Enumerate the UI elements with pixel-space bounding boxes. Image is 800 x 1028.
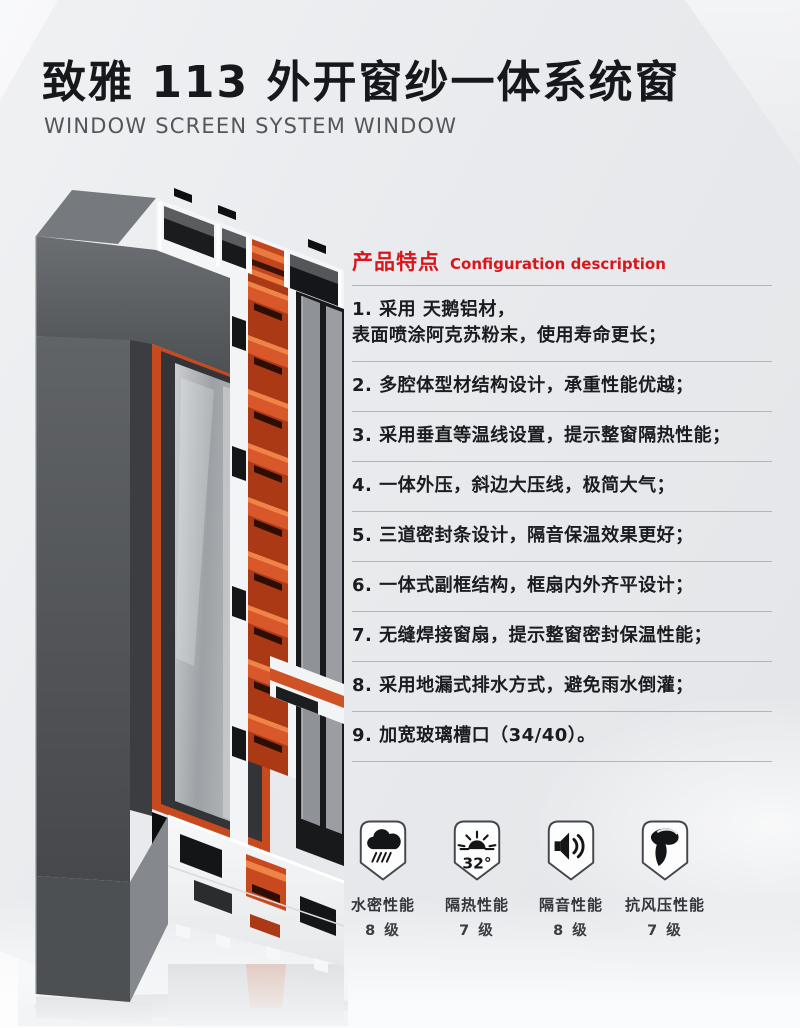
feature-heading: 产品特点 Configuration description xyxy=(352,246,772,286)
feature-item: 1. 采用 天鹅铝材， 表面喷涂阿克苏粉末，使用寿命更长； xyxy=(352,286,772,362)
page-subtitle: WINDOW SCREEN SYSTEM WINDOW xyxy=(44,114,458,138)
temperature-label: 32° xyxy=(462,854,491,872)
badge-label: 隔热性能 xyxy=(444,896,509,914)
badge-water-tightness: 水密性能 8 级 xyxy=(336,816,430,940)
badge-grade: 7 级 xyxy=(459,923,495,939)
badge-label: 隔音性能 xyxy=(538,896,603,914)
page-title: 致雅 113 外开窗纱一体系统窗 xyxy=(42,57,681,108)
badge-label: 水密性能 xyxy=(350,896,415,914)
badge-label: 抗风压性能 xyxy=(624,896,705,914)
window-profile-illustration xyxy=(18,188,348,1026)
sound-icon xyxy=(547,820,595,881)
badge-heat-insulation: 32° 隔热性能 7 级 xyxy=(430,816,524,940)
badge-grade: 8 级 xyxy=(365,923,401,939)
feature-heading-cn: 产品特点 xyxy=(352,250,440,274)
feature-item: 9. 加宽玻璃槽口（34/40）。 xyxy=(352,712,772,762)
performance-badges: 水密性能 8 级 32° 隔热性能 7 级 xyxy=(336,816,716,940)
rain-icon xyxy=(359,820,407,881)
feature-heading-en: Configuration description xyxy=(450,255,666,273)
wind-icon xyxy=(641,820,689,881)
feature-item: 2. 多腔体型材结构设计，承重性能优越； xyxy=(352,362,772,412)
feature-list: 产品特点 Configuration description 1. 采用 天鹅铝… xyxy=(352,246,772,762)
sill-section-cut xyxy=(130,814,345,1002)
heat-icon: 32° xyxy=(453,820,501,881)
feature-item: 8. 采用地漏式排水方式，避免雨水倒灌； xyxy=(352,662,772,712)
badge-grade: 7 级 xyxy=(647,923,683,939)
badge-sound-insulation: 隔音性能 8 级 xyxy=(524,816,618,940)
badge-grade: 8 级 xyxy=(553,923,589,939)
feature-item: 7. 无缝焊接窗扇，提示整窗密封保温性能； xyxy=(352,612,772,662)
feature-item: 3. 采用垂直等温线设置，提示整窗隔热性能； xyxy=(352,412,772,462)
badge-wind-resistance: 抗风压性能 7 级 xyxy=(618,816,712,940)
feature-item: 6. 一体式副框结构，框扇内外齐平设计； xyxy=(352,562,772,612)
feature-item: 4. 一体外压，斜边大压线，极简大气； xyxy=(352,462,772,512)
feature-item: 5. 三道密封条设计，隔音保温效果更好； xyxy=(352,512,772,562)
thermal-break-ladder xyxy=(248,281,288,753)
mullion-cut-section xyxy=(230,266,344,914)
